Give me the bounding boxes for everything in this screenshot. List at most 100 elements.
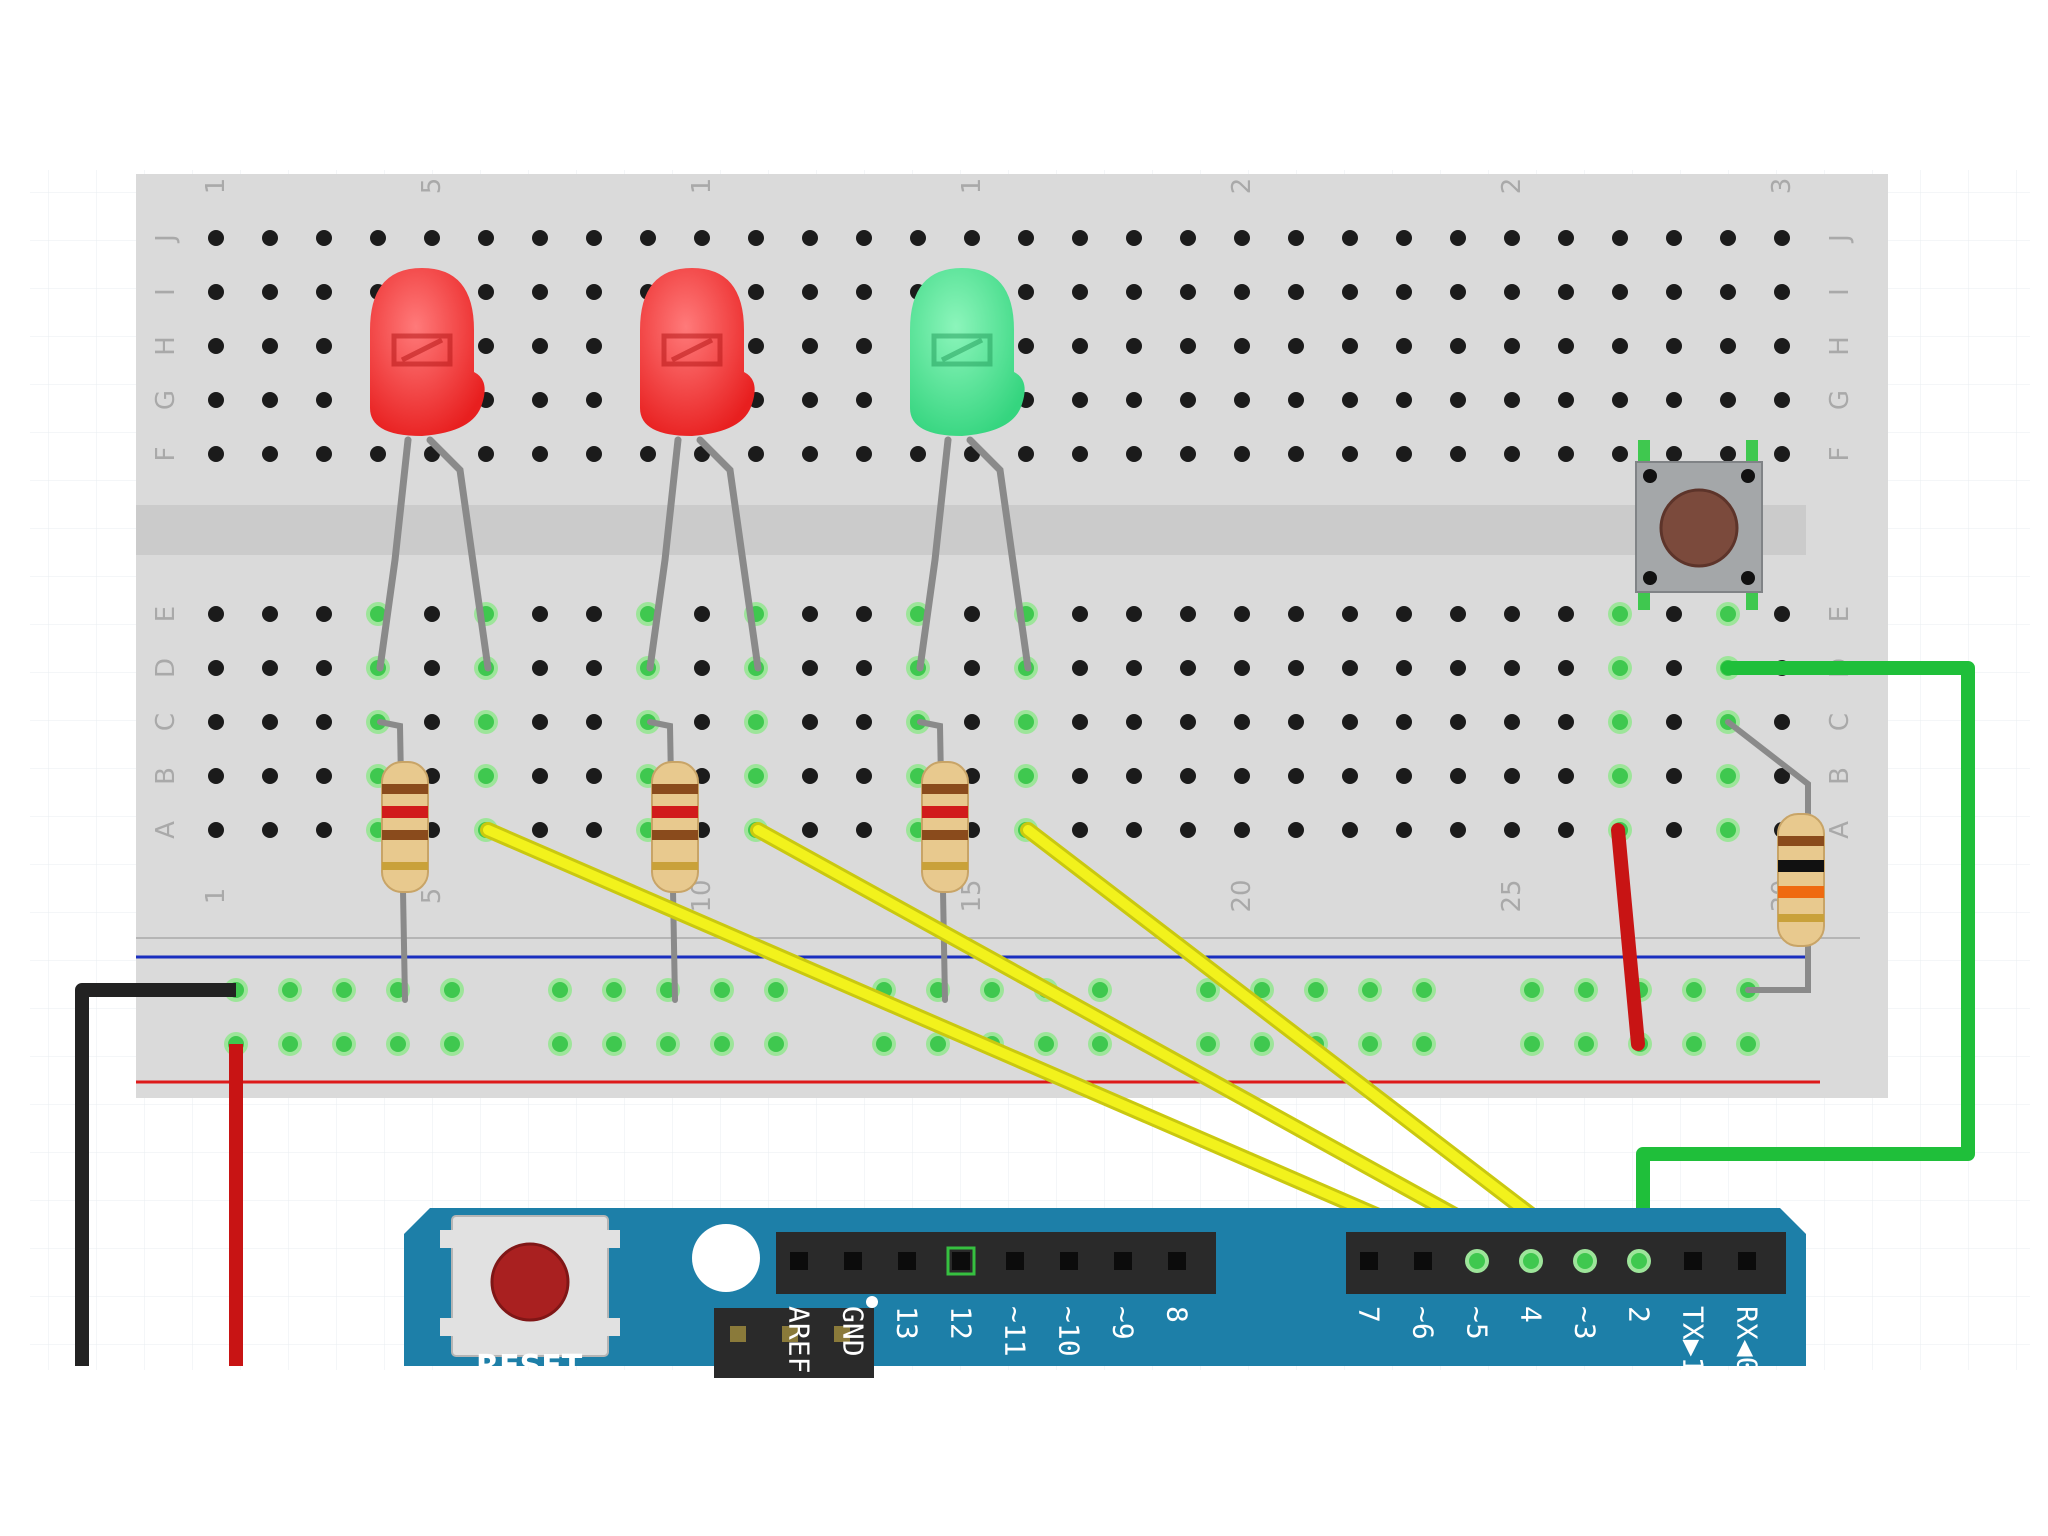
pin-label: 2: [1623, 1306, 1656, 1323]
hole: [1450, 714, 1466, 730]
hole: [316, 768, 332, 784]
hole: [1072, 284, 1088, 300]
hole: [1666, 446, 1682, 462]
hole: [532, 606, 548, 622]
rail-hole: [768, 1036, 784, 1052]
rail-hole: [1524, 1036, 1540, 1052]
hole: [1504, 714, 1520, 730]
hole: [1612, 768, 1628, 784]
hole: [316, 714, 332, 730]
hole: [1450, 822, 1466, 838]
hole: [1126, 230, 1142, 246]
hole: [532, 392, 548, 408]
hole: [262, 660, 278, 676]
hole: [1666, 606, 1682, 622]
hole: [262, 768, 278, 784]
icsp-pin: [782, 1326, 798, 1342]
hole: [1234, 768, 1250, 784]
pin-label: ~5: [1461, 1306, 1494, 1340]
hole: [1396, 768, 1412, 784]
hole: [1774, 714, 1790, 730]
pin-highlight: [1523, 1253, 1539, 1269]
red-wire-pushbutton: [1611, 823, 1645, 1051]
hole: [1072, 714, 1088, 730]
hole: [586, 392, 602, 408]
hole: [910, 606, 926, 622]
hole: [748, 338, 764, 354]
hole: [1666, 822, 1682, 838]
hole: [1558, 822, 1574, 838]
hole: [370, 606, 386, 622]
hole: [1774, 606, 1790, 622]
row-letter: I: [151, 288, 181, 296]
hole: [1180, 660, 1196, 676]
hole: [1126, 660, 1142, 676]
pin-label: 13: [891, 1306, 924, 1340]
hole: [802, 230, 818, 246]
hole: [1558, 606, 1574, 622]
hole: [1450, 338, 1466, 354]
hole: [1450, 230, 1466, 246]
row-letter: J: [1825, 234, 1855, 244]
hole: [694, 660, 710, 676]
row-letter: F: [151, 447, 181, 462]
hole: [1558, 768, 1574, 784]
pushbutton[interactable]: [1635, 440, 1763, 610]
hole: [1612, 660, 1628, 676]
hole: [478, 768, 494, 784]
hole: [1774, 768, 1790, 784]
header-pin: [1738, 1252, 1756, 1270]
hole: [964, 230, 980, 246]
hole: [1288, 768, 1304, 784]
hole: [1504, 768, 1520, 784]
pin-label: 4: [1515, 1306, 1548, 1323]
rail-hole: [606, 982, 622, 998]
hole: [1126, 606, 1142, 622]
rail-hole: [1578, 1036, 1594, 1052]
pin-header-right: [1346, 1232, 1786, 1294]
hole: [424, 714, 440, 730]
hole: [1180, 284, 1196, 300]
pushbutton-cap[interactable]: [1659, 488, 1739, 568]
hole: [262, 230, 278, 246]
hole: [1288, 446, 1304, 462]
hole: [1288, 606, 1304, 622]
hole: [424, 230, 440, 246]
hole: [1342, 446, 1358, 462]
pin-label: ~11: [999, 1306, 1032, 1357]
hole: [1342, 606, 1358, 622]
black-wire-gnd: [75, 983, 236, 1366]
hole: [1720, 284, 1736, 300]
hole: [1450, 446, 1466, 462]
rail-hole: [552, 1036, 568, 1052]
row-letter: D: [151, 658, 181, 678]
hole: [1720, 338, 1736, 354]
hole: [1612, 606, 1628, 622]
rail-hole: [984, 982, 1000, 998]
row-letter: H: [151, 336, 181, 356]
reset-button[interactable]: [490, 1242, 570, 1322]
hole: [910, 230, 926, 246]
gnd-pin-highlight: [946, 1246, 976, 1276]
hole: [370, 446, 386, 462]
hole: [1234, 392, 1250, 408]
row-letter: G: [151, 390, 181, 410]
column-number: 1: [687, 178, 717, 195]
rail-hole: [444, 1036, 460, 1052]
hole: [802, 446, 818, 462]
hole: [1666, 338, 1682, 354]
rail-hole: [336, 1036, 352, 1052]
rail-hole: [930, 1036, 946, 1052]
resistor-3: [921, 761, 969, 893]
hole: [370, 230, 386, 246]
hole: [1504, 284, 1520, 300]
hole: [1504, 660, 1520, 676]
hole: [208, 446, 224, 462]
rail-hole: [444, 982, 460, 998]
hole: [1666, 284, 1682, 300]
hole: [694, 606, 710, 622]
hole: [1126, 392, 1142, 408]
hole: [1072, 606, 1088, 622]
hole: [694, 230, 710, 246]
